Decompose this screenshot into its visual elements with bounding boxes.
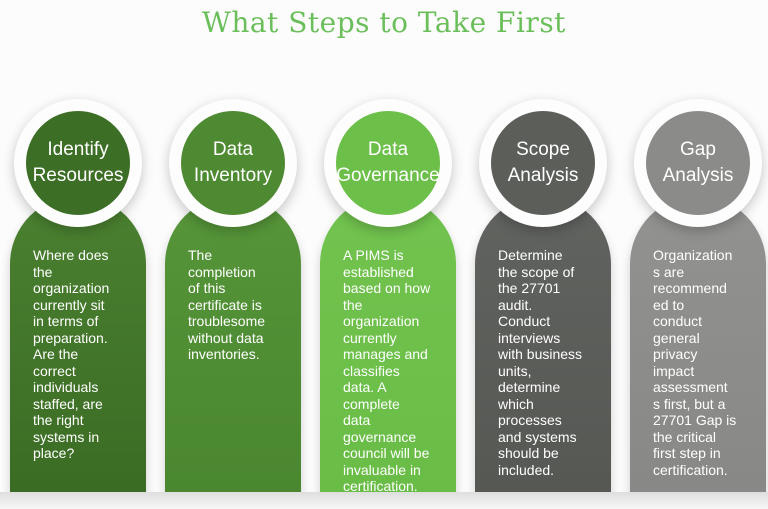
step-circle: Gap Analysis xyxy=(634,99,762,227)
step-circle-label: Gap Analysis xyxy=(662,139,734,186)
step-column-scope-analysis: Scope Analysis Determine the scope of th… xyxy=(475,0,611,509)
step-circle-label: Scope Analysis xyxy=(507,139,579,186)
step-description: A PIMS is established based on how the o… xyxy=(343,247,431,494)
step-circle-label: Data Governance xyxy=(336,139,440,186)
step-pill xyxy=(10,196,146,492)
floor-shadow xyxy=(0,492,768,509)
step-circle: Identify Resources xyxy=(14,99,142,227)
step-circle-label: Identify Resources xyxy=(32,139,124,186)
step-description: The completion of this certificate is tr… xyxy=(188,247,266,362)
step-circle: Data Inventory xyxy=(169,99,297,227)
step-column-identify-resources: Identify Resources Where does the organi… xyxy=(10,0,146,509)
page-title: What Steps to Take First xyxy=(202,6,566,39)
step-pill xyxy=(630,196,766,492)
step-circle-label: Data Inventory xyxy=(193,139,273,186)
step-column-gap-analysis: Gap Analysis Organization s are recommen… xyxy=(630,0,766,509)
step-column-data-inventory: Data Inventory The completion of this ce… xyxy=(165,0,301,509)
step-circle: Data Governance xyxy=(324,99,452,227)
step-description: Where does the organization currently si… xyxy=(33,247,110,461)
step-pill xyxy=(165,196,301,492)
step-description: Organization s are recommend ed to condu… xyxy=(653,247,737,478)
step-pill xyxy=(320,196,456,492)
step-description: Determine the scope of the 27701 audit. … xyxy=(498,247,583,478)
step-column-data-governance: Data Governance A PIMS is established ba… xyxy=(320,0,456,509)
step-circle: Scope Analysis xyxy=(479,99,607,227)
step-pill xyxy=(475,196,611,492)
